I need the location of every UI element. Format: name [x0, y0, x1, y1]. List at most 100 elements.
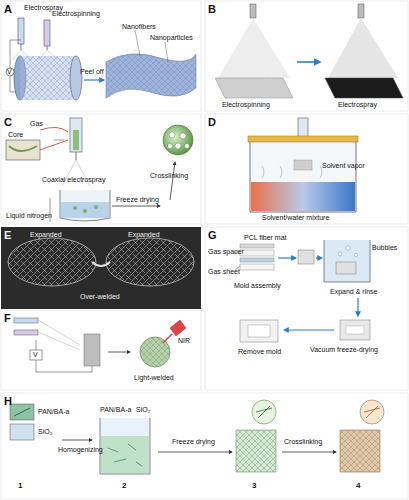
- annotation-label: PAN/BA-a: [38, 408, 69, 416]
- annotation-label: Freeze drying: [116, 196, 159, 204]
- annotation-label: SiO₂: [136, 406, 150, 414]
- aerogel-steps-part: [360, 400, 384, 424]
- annotation-label: Expanded: [128, 231, 160, 239]
- coaxial-electrospray-part: [40, 127, 68, 150]
- solvent-vapor-welding-part: [262, 166, 322, 178]
- sem-image: [1, 227, 201, 309]
- coaxial-electrospray-part: [170, 162, 175, 200]
- aerogel-steps-part: [236, 430, 276, 472]
- electrospinning-setup-part: [47, 46, 48, 50]
- step-number: 1: [18, 482, 22, 490]
- annotation-label: V: [7, 68, 12, 76]
- electrospinning-setup-part: [70, 56, 82, 100]
- gas-foaming-part: [346, 246, 351, 251]
- gas-foaming-part: [336, 262, 356, 274]
- annotation-label: Freeze drying: [172, 438, 215, 446]
- gas-foaming-part: [298, 250, 314, 264]
- sem-image-part: [92, 262, 110, 266]
- annotation-label: Light-welded: [134, 374, 174, 382]
- gas-foaming-part: [284, 329, 334, 330]
- annotation-label: PAN/BA-a: [100, 406, 131, 414]
- light-welding-part: [163, 334, 172, 343]
- electrospinning-setup-part: [106, 54, 196, 98]
- gas-foaming-part: [354, 253, 358, 257]
- coaxial-electrospray-part: [112, 206, 160, 207]
- light-welding-part: [14, 318, 38, 323]
- spray-comparison-part: [297, 61, 320, 63]
- light-welding-part: [108, 352, 130, 353]
- annotation-label: Gas sheet: [208, 268, 240, 276]
- gas-foaming-part: [240, 258, 274, 262]
- aerogel-steps-part: [10, 424, 34, 440]
- coaxial-electrospray-part: [73, 130, 79, 150]
- step-number: 3: [252, 482, 256, 490]
- electrospinning-setup-part: [6, 68, 14, 76]
- gas-foaming-part: [240, 264, 274, 270]
- panel-letter: E: [4, 229, 11, 241]
- annotation-label: Gas: [30, 120, 43, 128]
- light-welding-part: [84, 334, 100, 366]
- aerogel-steps-part: [364, 406, 380, 418]
- gas-foaming-part: [316, 257, 322, 258]
- spray-comparison-part: [358, 4, 364, 18]
- coaxial-electrospray-part: [6, 140, 40, 160]
- annotation-label: Solvent vapor: [322, 162, 365, 170]
- panel-frame-part: [1, 393, 408, 499]
- spray-comparison-part: [215, 78, 293, 98]
- aerogel-steps-part: [101, 436, 149, 473]
- coaxial-electrospray-part: [169, 132, 175, 138]
- coaxial-electrospray-part: [180, 133, 186, 139]
- aerogel-steps-part: [236, 430, 276, 472]
- annotation-label: Mold assembly: [234, 282, 281, 290]
- annotation-label: Solvent/water mixture: [262, 214, 329, 222]
- aerogel-steps-part: [340, 430, 380, 472]
- light-welding-part: [14, 330, 38, 335]
- annotation-label: Liquid nitrogen: [6, 212, 52, 220]
- aerogel-steps-part: [62, 440, 92, 441]
- solvent-vapor-welding-part: [248, 136, 358, 142]
- panel-letter: G: [208, 229, 217, 241]
- electrospinning-setup-part: [84, 79, 104, 80]
- light-welding-part: [38, 320, 80, 350]
- gas-foaming-part: [346, 326, 364, 334]
- spray-comparison-part: [325, 78, 403, 98]
- panel-letter: B: [208, 3, 216, 15]
- annotation-label: Peel off: [80, 68, 104, 76]
- solvent-vapor-welding-part: [251, 182, 355, 211]
- annotation-label: Nanoparticles: [150, 34, 193, 42]
- aerogel-steps-part: [158, 452, 232, 453]
- coaxial-electrospray-part: [76, 152, 77, 160]
- coaxial-electrospray-part: [163, 125, 193, 155]
- spray-comparison-part: [218, 18, 290, 78]
- panel-letter: A: [4, 3, 12, 15]
- aerogel-steps: [10, 400, 384, 474]
- annotation-label: Electrospinning: [222, 101, 270, 109]
- electrospinning-setup-part: [106, 54, 196, 98]
- electrospinning-setup-part: [20, 56, 76, 100]
- light-welding: [14, 318, 186, 372]
- light-welding-part: [170, 320, 186, 336]
- aerogel-steps-part: [108, 444, 142, 466]
- panel-frame-part: [205, 227, 408, 390]
- gas-foaming-part: [240, 320, 278, 342]
- electrospinning-setup-part: [165, 42, 168, 62]
- coaxial-electrospray-part: [94, 205, 98, 209]
- aerogel-steps-part: [100, 418, 150, 474]
- spray-comparison-part: [250, 4, 256, 18]
- light-welding-part: [36, 340, 92, 372]
- electrospinning-setup-part: [135, 30, 140, 56]
- coaxial-electrospray-part: [70, 118, 82, 152]
- annotation-label: Homogenizing: [58, 446, 103, 454]
- gas-foaming-part: [248, 325, 270, 337]
- annotation-label: Electrospinning: [52, 10, 100, 18]
- spray-comparison-part: [215, 78, 293, 98]
- aerogel-steps-part: [340, 430, 380, 472]
- gas-foaming-part: [240, 244, 274, 248]
- annotation-label: Electrospray: [338, 101, 377, 109]
- panel-frame-part: [1, 114, 201, 224]
- annotation-label: Remove mold: [238, 348, 281, 356]
- gas-foaming-part: [240, 250, 274, 256]
